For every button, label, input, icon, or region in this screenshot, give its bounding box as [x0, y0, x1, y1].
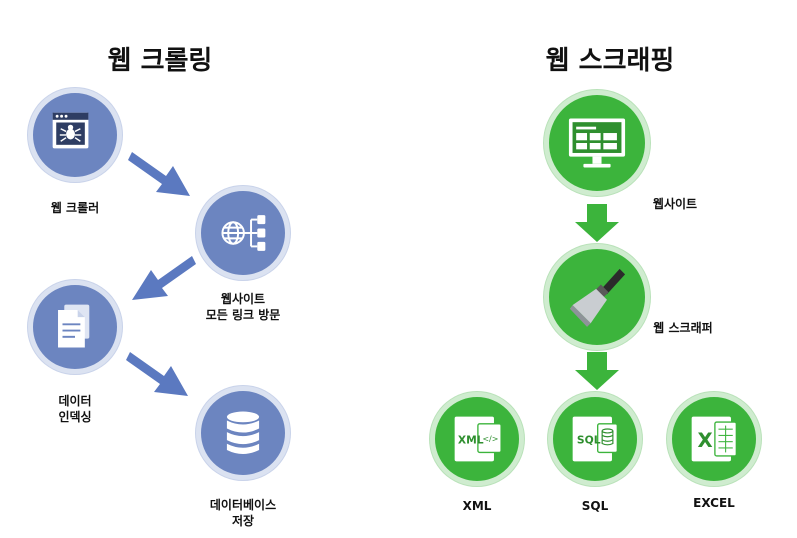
website-links-node — [196, 186, 290, 280]
scraper-label: 웹 스크래퍼 — [653, 321, 713, 335]
sql-output-node: SQL — [548, 392, 642, 486]
website-node — [544, 90, 650, 196]
xml-badge: XML — [458, 433, 484, 446]
scraping-title: 웹 스크래핑 — [545, 46, 675, 76]
scraper-node — [544, 244, 650, 350]
excel-badge: X — [697, 429, 712, 452]
indexing-node — [28, 280, 122, 374]
database-label: 데이터베이스 저장 — [209, 498, 277, 528]
arrow-website-to-scraper — [575, 204, 619, 242]
database-node — [196, 386, 290, 480]
crawler-node — [28, 88, 122, 182]
xml-output-node: XML </> — [430, 392, 524, 486]
sql-badge: SQL — [577, 433, 601, 446]
indexing-label: 데이터 인덱싱 — [58, 394, 92, 424]
arrow-indexing-to-database — [126, 338, 196, 400]
arrow-scraper-to-outputs — [575, 352, 619, 390]
crawling-title: 웹 크롤링 — [107, 46, 213, 76]
excel-label: EXCEL — [693, 496, 735, 510]
website-label: 웹사이트 — [652, 197, 698, 211]
arrow-website-to-indexing — [122, 242, 196, 304]
xml-label: XML — [462, 499, 492, 513]
website-links-label: 웹사이트 모든 링크 방문 — [205, 292, 281, 322]
crawler-label: 웹 크롤러 — [50, 201, 100, 215]
sql-label: SQL — [581, 499, 609, 513]
excel-output-node: X — [667, 392, 761, 486]
svg-text:</>: </> — [482, 435, 498, 444]
arrow-crawler-to-website — [128, 138, 198, 200]
